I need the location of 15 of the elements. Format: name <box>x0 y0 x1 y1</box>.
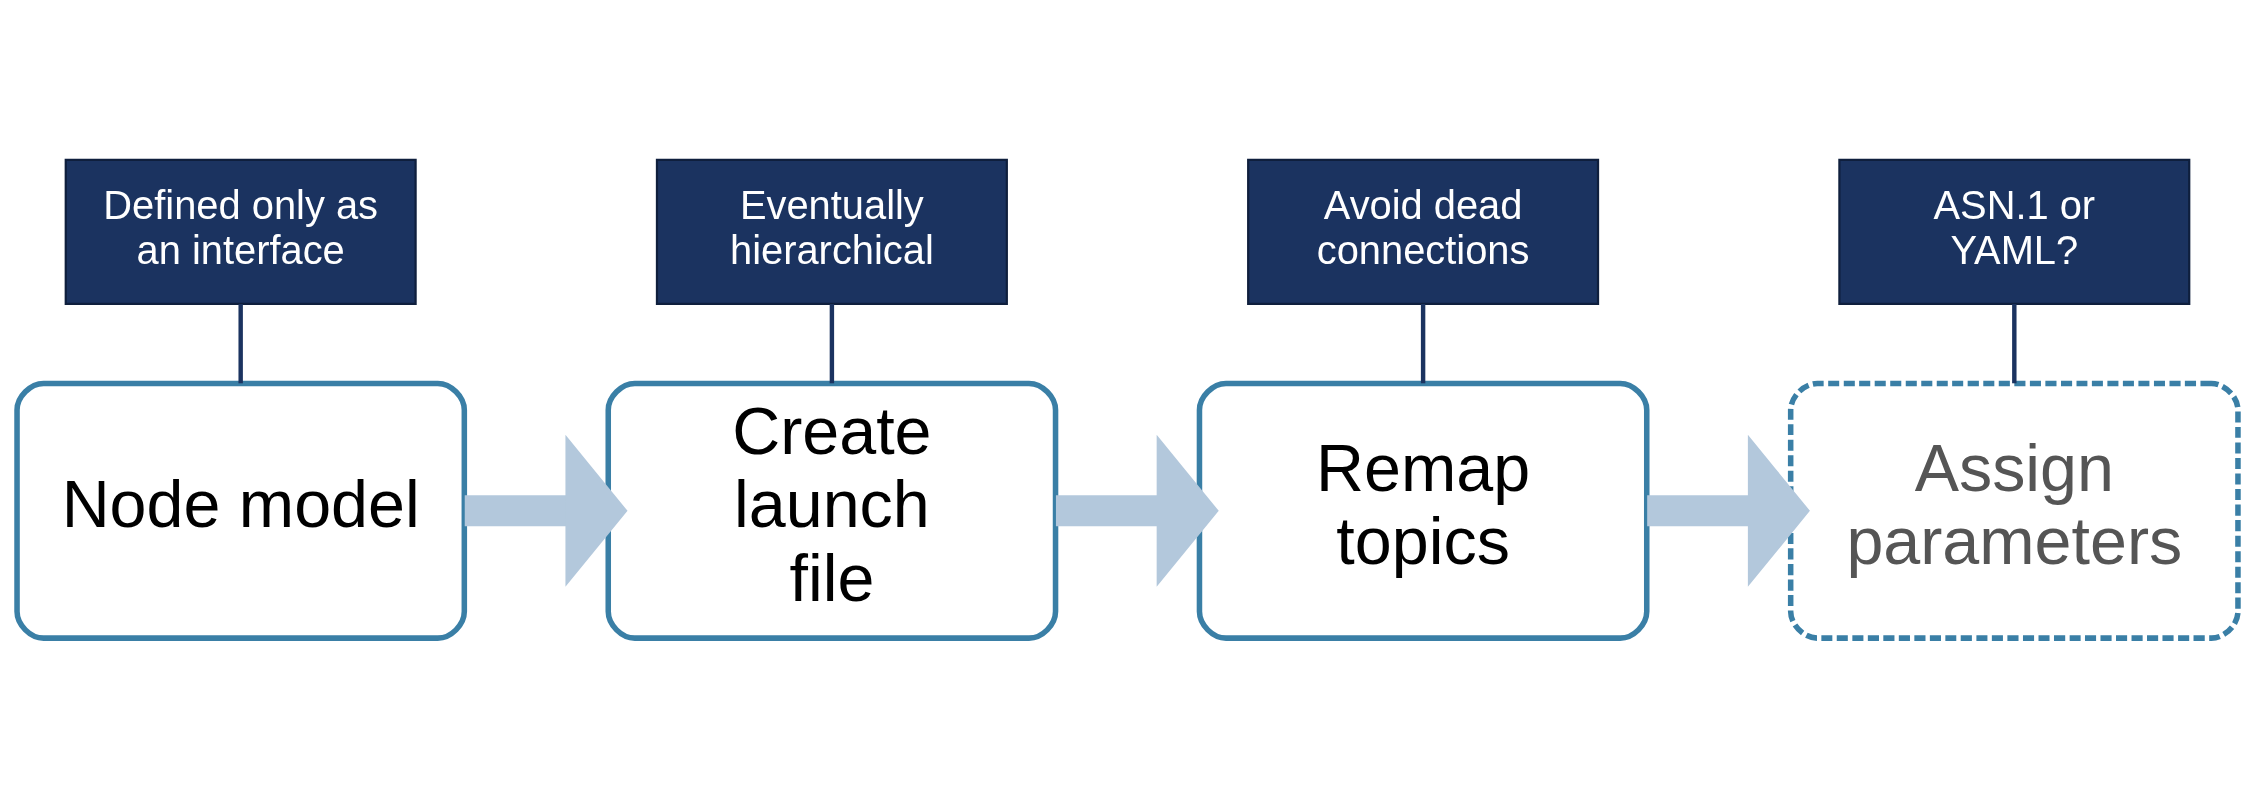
connector <box>829 304 835 384</box>
node-box: Defined only as an interface <box>64 158 417 305</box>
node-box: ASN.1 or YAML? <box>1838 158 2191 305</box>
node-box: Create launch file <box>605 380 1059 641</box>
node-box: Assign parameters <box>1787 380 2241 641</box>
node-box: Remap topics <box>1196 380 1650 641</box>
node-box: Eventually hierarchical <box>655 158 1008 305</box>
node-box: Node model <box>14 380 468 641</box>
arrow <box>1055 434 1219 587</box>
connector <box>2012 304 2017 384</box>
arrow <box>1647 434 1810 587</box>
node-box: Avoid dead connections <box>1247 158 1600 305</box>
connector <box>238 304 243 384</box>
arrow <box>464 434 628 587</box>
connector <box>1420 304 1426 384</box>
